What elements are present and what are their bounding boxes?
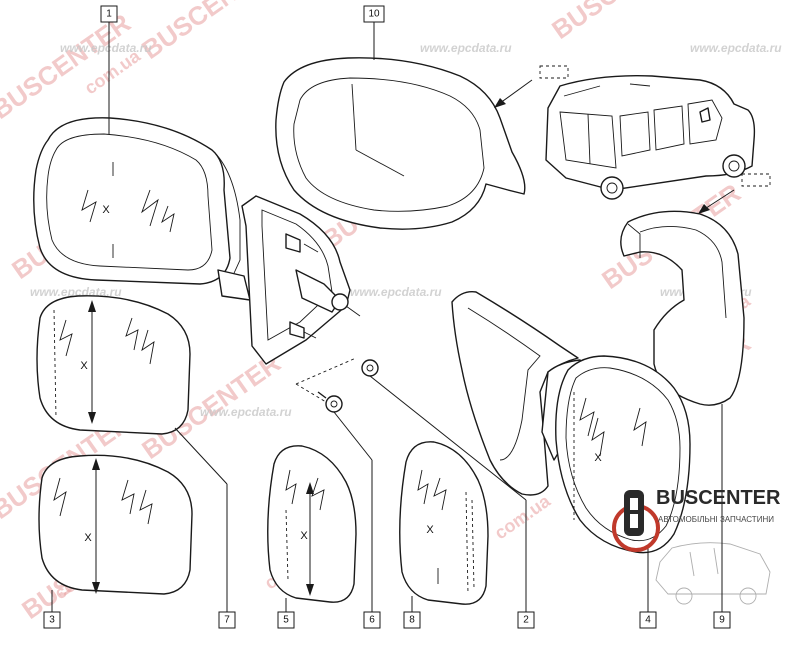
mirror-glass-with-heater: X bbox=[36, 295, 191, 435]
glass-marker: X bbox=[84, 532, 92, 544]
callout-10: 10 bbox=[363, 5, 385, 23]
watermark-brand: BUSCENTER bbox=[546, 0, 696, 45]
callout-label: 7 bbox=[224, 615, 230, 626]
callout-9: 9 bbox=[713, 611, 731, 629]
watermark-site: www.epcdata.ru bbox=[60, 41, 152, 55]
callout-5: 5 bbox=[277, 611, 295, 629]
logo-subtitle: АВТОМОБІЛЬНІ ЗАПЧАСТИНИ bbox=[658, 515, 774, 524]
callout-label: 9 bbox=[719, 615, 725, 626]
vehicle-illustration bbox=[545, 75, 756, 200]
reference-pointer-lower bbox=[698, 173, 771, 214]
watermark-domain: com.ua bbox=[491, 490, 555, 543]
callout-label: 5 bbox=[283, 615, 289, 626]
glass-marker: X bbox=[102, 204, 110, 216]
mirror-cover-lower bbox=[620, 210, 745, 406]
callout-label: 2 bbox=[523, 615, 529, 626]
mirror-cover-upper bbox=[275, 57, 526, 230]
glass-marker: X bbox=[594, 452, 602, 464]
callout-6: 6 bbox=[363, 611, 381, 629]
callout-2: 2 bbox=[517, 611, 535, 629]
callout-label: 3 bbox=[49, 615, 55, 626]
watermark-site: www.epcdata.ru bbox=[420, 41, 512, 55]
logo-name: BUSCENTER bbox=[656, 487, 781, 509]
callout-label: 1 bbox=[106, 9, 112, 20]
mirror-bracket bbox=[241, 195, 361, 365]
mirror-glass: X bbox=[38, 454, 193, 595]
logo-van-icon bbox=[655, 542, 771, 605]
reference-pointer-upper bbox=[494, 65, 569, 108]
callout-8: 8 bbox=[403, 611, 421, 629]
watermark-site: www.epcdata.ru bbox=[350, 285, 442, 299]
buscenter-logo: BUSCENTER АВТОМОБІЛЬНІ ЗАПЧАСТИНИ bbox=[612, 487, 781, 605]
logo-emblem bbox=[612, 490, 660, 552]
mirror-glass-heated-small: X bbox=[399, 441, 489, 605]
callout-label: 10 bbox=[368, 9, 380, 20]
callout-4: 4 bbox=[639, 611, 657, 629]
callout-label: 4 bbox=[645, 615, 651, 626]
callout-1: 1 bbox=[100, 5, 118, 23]
callout-3: 3 bbox=[43, 611, 61, 629]
mirror-glass-heated: X bbox=[555, 355, 691, 554]
watermark-site: www.epcdata.ru bbox=[200, 405, 292, 419]
watermark-brand: BUSCENTER bbox=[136, 0, 286, 65]
leader-lines bbox=[51, 22, 723, 612]
watermark-site: www.epcdata.ru bbox=[690, 41, 782, 55]
callout-7: 7 bbox=[218, 611, 236, 629]
glass-marker: X bbox=[426, 524, 434, 536]
glass-marker: X bbox=[80, 360, 88, 372]
callout-label: 8 bbox=[409, 615, 415, 626]
mirror-assembly: X bbox=[33, 117, 251, 301]
callout-label: 6 bbox=[369, 615, 375, 626]
fastener-nut bbox=[295, 357, 379, 413]
mirror-glass-small: X bbox=[267, 445, 357, 603]
glass-marker: X bbox=[300, 530, 308, 542]
